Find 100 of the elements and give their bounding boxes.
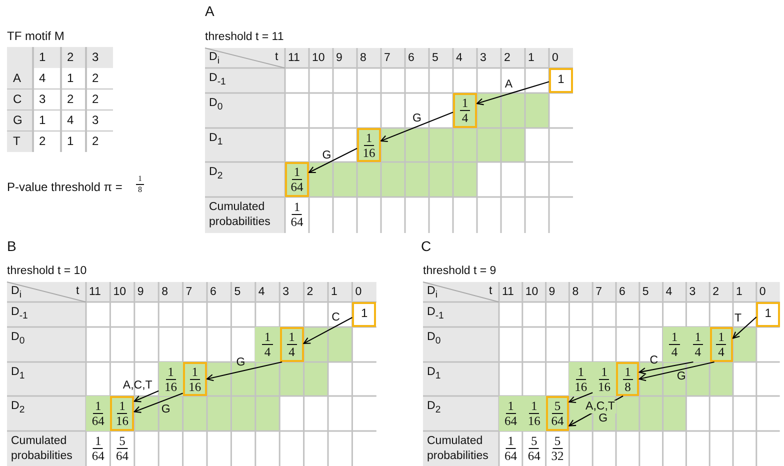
header-label: D$_{i}$ <box>427 285 438 302</box>
edge-label: A <box>504 78 512 92</box>
denominator: 4 <box>462 111 468 125</box>
column-header: 11 <box>89 286 101 299</box>
table-cell <box>255 327 280 362</box>
count-value: 1 <box>39 114 46 127</box>
arrow <box>568 392 593 404</box>
column-header: 0 <box>355 286 362 299</box>
column-header: 10 <box>113 286 126 299</box>
row-header: D$_{0}$ <box>11 331 25 348</box>
edge-label: G <box>322 149 332 162</box>
row-header: D$_{1}$ <box>427 366 441 382</box>
arrow <box>732 316 757 339</box>
arrow <box>134 390 159 402</box>
arrow <box>476 81 550 106</box>
row-header: D$_{0}$ <box>209 97 223 114</box>
cell-value: 1 <box>360 306 368 320</box>
denominator: 32 <box>551 449 564 463</box>
row-header: A <box>13 72 22 85</box>
denominator: 4 <box>718 345 724 359</box>
count-value: 2 <box>39 135 46 148</box>
numerator: 1 <box>622 364 633 380</box>
row-header: Cumulated probabilities <box>209 200 272 230</box>
highlighted-cell <box>549 68 573 93</box>
numerator: 1 <box>528 399 540 414</box>
denominator: 64 <box>504 449 517 463</box>
numerator: 1 <box>190 364 200 380</box>
denominator: 4 <box>694 345 701 359</box>
threshold-label: threshold t = 10 <box>7 265 87 278</box>
header-label: t <box>489 285 492 298</box>
count-value: 4 <box>39 72 46 85</box>
column-header: 1 <box>736 286 742 299</box>
highlighted-cell <box>182 362 207 396</box>
highlighted-cell <box>710 327 733 362</box>
column-header: 6 <box>210 286 216 299</box>
denominator: 8 <box>138 185 142 195</box>
row-header: C <box>13 93 22 106</box>
highlighted-cell <box>616 362 640 396</box>
denominator: 64 <box>528 449 540 463</box>
arrow <box>380 112 454 142</box>
edge-label: C <box>332 312 340 325</box>
column-header: 10 <box>312 52 325 65</box>
numerator: 1 <box>117 399 128 414</box>
column-header: 6 <box>619 286 626 299</box>
row-header: T <box>13 135 20 148</box>
edge-label: A,C,T <box>122 380 152 393</box>
row-header: G <box>13 114 22 127</box>
count-value: 3 <box>92 114 99 127</box>
header-label: D$_{i}$ <box>209 51 220 68</box>
table-cell <box>158 362 183 396</box>
panel-label: A <box>205 5 214 18</box>
column-header: 0 <box>759 286 766 299</box>
denominator: 4 <box>671 345 678 359</box>
header-label: t <box>275 51 278 64</box>
denominator: 64 <box>290 215 304 229</box>
threshold-label: threshold t = 9 <box>423 265 496 278</box>
table-cell <box>592 362 616 396</box>
arrow <box>308 148 358 174</box>
arrow <box>638 361 714 382</box>
numerator: 1 <box>292 165 302 180</box>
column-header: 5 <box>642 286 649 299</box>
highlighted-cell <box>110 396 134 431</box>
count-value: 1 <box>67 135 74 148</box>
denominator: 16 <box>362 146 376 160</box>
column-header: 3 <box>480 52 486 65</box>
row-header: D$_{1}$ <box>209 132 223 148</box>
numerator: 1 <box>136 174 144 185</box>
numerator: 1 <box>599 364 610 380</box>
panel-label: C <box>421 240 432 253</box>
threshold-label: threshold t = 11 <box>205 31 284 44</box>
arrow <box>303 317 352 344</box>
table-title: TF motif M <box>7 30 64 43</box>
column-header: 7 <box>186 286 192 299</box>
row-header: D$_{0}$ <box>427 331 441 348</box>
denominator: 16 <box>164 380 177 394</box>
column-header: 11 <box>288 52 300 65</box>
column-header: 10 <box>525 286 538 299</box>
table-cell <box>569 362 593 396</box>
denominator: 64 <box>551 414 564 428</box>
edge-label: C <box>650 354 658 368</box>
header-label: t <box>76 285 80 298</box>
highlighted-cell <box>546 396 570 431</box>
table-cell <box>499 396 522 431</box>
column-header: 3 <box>282 286 289 299</box>
edge-label: G <box>412 112 422 126</box>
denominator: 64 <box>116 449 129 463</box>
numerator: 1 <box>92 399 104 414</box>
edge-label: G <box>598 412 608 426</box>
highlighted-cell <box>453 93 477 128</box>
column-header: 5 <box>432 52 438 65</box>
count-value: 4 <box>67 114 74 127</box>
count-value: 1 <box>67 72 74 85</box>
numerator: 1 <box>506 399 516 414</box>
denominator: 64 <box>290 180 304 194</box>
numerator: 5 <box>117 434 128 449</box>
row-header: D$_{-1}$ <box>11 306 28 322</box>
column-header: 3 <box>92 51 99 64</box>
column-header: 7 <box>384 52 390 65</box>
column-header: 4 <box>666 286 672 299</box>
header-label: D$_{i}$ <box>11 285 22 302</box>
